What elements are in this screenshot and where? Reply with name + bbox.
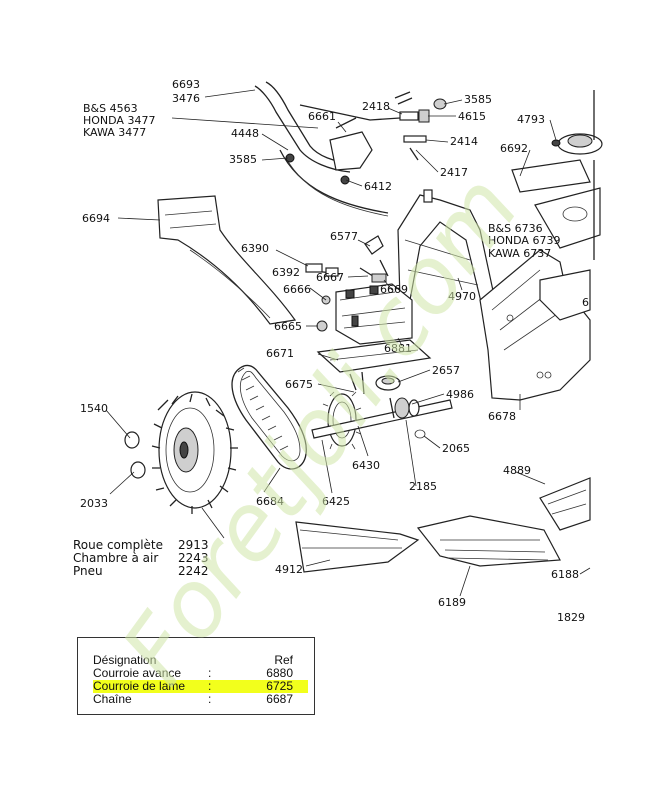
wheel-parts-list: Roue complète 2913 Chambre à air 2243 Pn… bbox=[73, 538, 209, 578]
label-4889: 4889 bbox=[503, 464, 531, 477]
plate-4889 bbox=[539, 477, 591, 531]
label-6430: 6430 bbox=[352, 459, 380, 472]
label-6665: 6665 bbox=[274, 320, 302, 333]
wheel-roue-name: Roue complète bbox=[73, 538, 163, 552]
legend-row-name: Courroie avance bbox=[93, 666, 182, 680]
blade-6189 bbox=[416, 515, 561, 567]
label-bs-6736: B&S 6736 bbox=[488, 222, 543, 235]
label-4448: 4448 bbox=[231, 127, 259, 140]
label-kawa-3477: KAWA 3477 bbox=[83, 126, 146, 139]
designation-legend: Désignation Ref Courroie avance : 6880 C… bbox=[77, 637, 315, 715]
legend-row-sep: : bbox=[208, 679, 212, 693]
leader-lines bbox=[105, 89, 591, 597]
label-4912: 4912 bbox=[275, 563, 303, 576]
label-6188: 6188 bbox=[551, 568, 579, 581]
label-6671: 6671 bbox=[266, 347, 294, 360]
legend-row-ref: 6725 bbox=[266, 679, 293, 693]
label-2418: 2418 bbox=[362, 100, 390, 113]
label-6425: 6425 bbox=[322, 495, 350, 508]
wheel-chambre-name: Chambre à air bbox=[73, 551, 158, 565]
label-6678: 6678 bbox=[488, 410, 516, 423]
label-6412: 6412 bbox=[364, 180, 392, 193]
legend-row-name: Chaîne bbox=[93, 692, 132, 706]
label-2185: 2185 bbox=[409, 480, 437, 493]
label-6661: 6661 bbox=[308, 110, 336, 123]
blade-4912 bbox=[295, 521, 420, 573]
label-6675: 6675 bbox=[285, 378, 313, 391]
label-1540: 1540 bbox=[80, 402, 108, 415]
label-2033: 2033 bbox=[80, 497, 108, 510]
label-6666: 6666 bbox=[283, 283, 311, 296]
legend-header-ref: Ref bbox=[274, 653, 293, 667]
legend-row-ref: 6880 bbox=[266, 666, 293, 680]
label-4793: 4793 bbox=[517, 113, 545, 126]
legend-row-sep: : bbox=[208, 666, 212, 680]
label-6189: 6189 bbox=[438, 596, 466, 609]
label-6693: 6693 bbox=[172, 78, 200, 91]
legend-row-name: Courroie de lame bbox=[93, 679, 186, 693]
label-6684: 6684 bbox=[256, 495, 284, 508]
legend-header-name: Désignation bbox=[93, 653, 157, 667]
wheel-chambre-ref: 2243 bbox=[178, 551, 209, 565]
part-labels: 6693 3476 B&S 4563 HONDA 3477 KAWA 3477 … bbox=[80, 78, 589, 624]
frame-6678 bbox=[479, 249, 591, 401]
wheel-pneu-name: Pneu bbox=[73, 564, 103, 578]
gearbox-6881 bbox=[305, 235, 413, 345]
label-kawa-6737: KAWA 6737 bbox=[488, 247, 551, 260]
label-4970: 4970 bbox=[448, 290, 476, 303]
label-honda-6739: HONDA 6739 bbox=[488, 234, 560, 247]
plate-6671 bbox=[316, 339, 432, 395]
label-2065: 2065 bbox=[442, 442, 470, 455]
shield-6694 bbox=[157, 195, 297, 325]
legend-row-sep: : bbox=[208, 692, 212, 706]
label-2414: 2414 bbox=[450, 135, 478, 148]
handlebar-assembly bbox=[254, 81, 447, 217]
label-4986: 4986 bbox=[446, 388, 474, 401]
label-6390: 6390 bbox=[241, 242, 269, 255]
label-honda-3477: HONDA 3477 bbox=[83, 114, 155, 127]
belt-6684 bbox=[231, 364, 307, 470]
label-6669: 6669 bbox=[380, 283, 408, 296]
label-6694: 6694 bbox=[82, 212, 110, 225]
label-4615: 4615 bbox=[458, 110, 486, 123]
label-6667: 6667 bbox=[316, 271, 344, 284]
label-1829: 1829 bbox=[557, 611, 585, 624]
label-2417: 2417 bbox=[440, 166, 468, 179]
legend-row-courroie-de-lame: Courroie de lame : 6725 bbox=[93, 680, 308, 693]
legend-row-courroie-avance: Courroie avance : 6880 bbox=[93, 667, 308, 680]
wheel-assembly bbox=[124, 391, 238, 514]
legend-row-chaine: Chaîne : 6687 bbox=[93, 693, 308, 706]
label-6392: 6392 bbox=[272, 266, 300, 279]
legend-header: Désignation Ref bbox=[93, 654, 308, 667]
label-6577: 6577 bbox=[330, 230, 358, 243]
label-6-partial: 6 bbox=[582, 296, 589, 309]
label-3585-right: 3585 bbox=[464, 93, 492, 106]
wheel-pneu-ref: 2242 bbox=[178, 564, 209, 578]
label-3585-left: 3585 bbox=[229, 153, 257, 166]
label-6881: 6881 bbox=[384, 342, 412, 355]
sprocket-shaft bbox=[311, 391, 453, 450]
label-6692: 6692 bbox=[500, 142, 528, 155]
engine-pulley-area bbox=[511, 90, 603, 260]
label-bs-4563: B&S 4563 bbox=[83, 102, 138, 115]
label-2657: 2657 bbox=[432, 364, 460, 377]
wheel-roue-ref: 2913 bbox=[178, 538, 209, 552]
label-3476: 3476 bbox=[172, 92, 200, 105]
legend-row-ref: 6687 bbox=[266, 692, 293, 706]
